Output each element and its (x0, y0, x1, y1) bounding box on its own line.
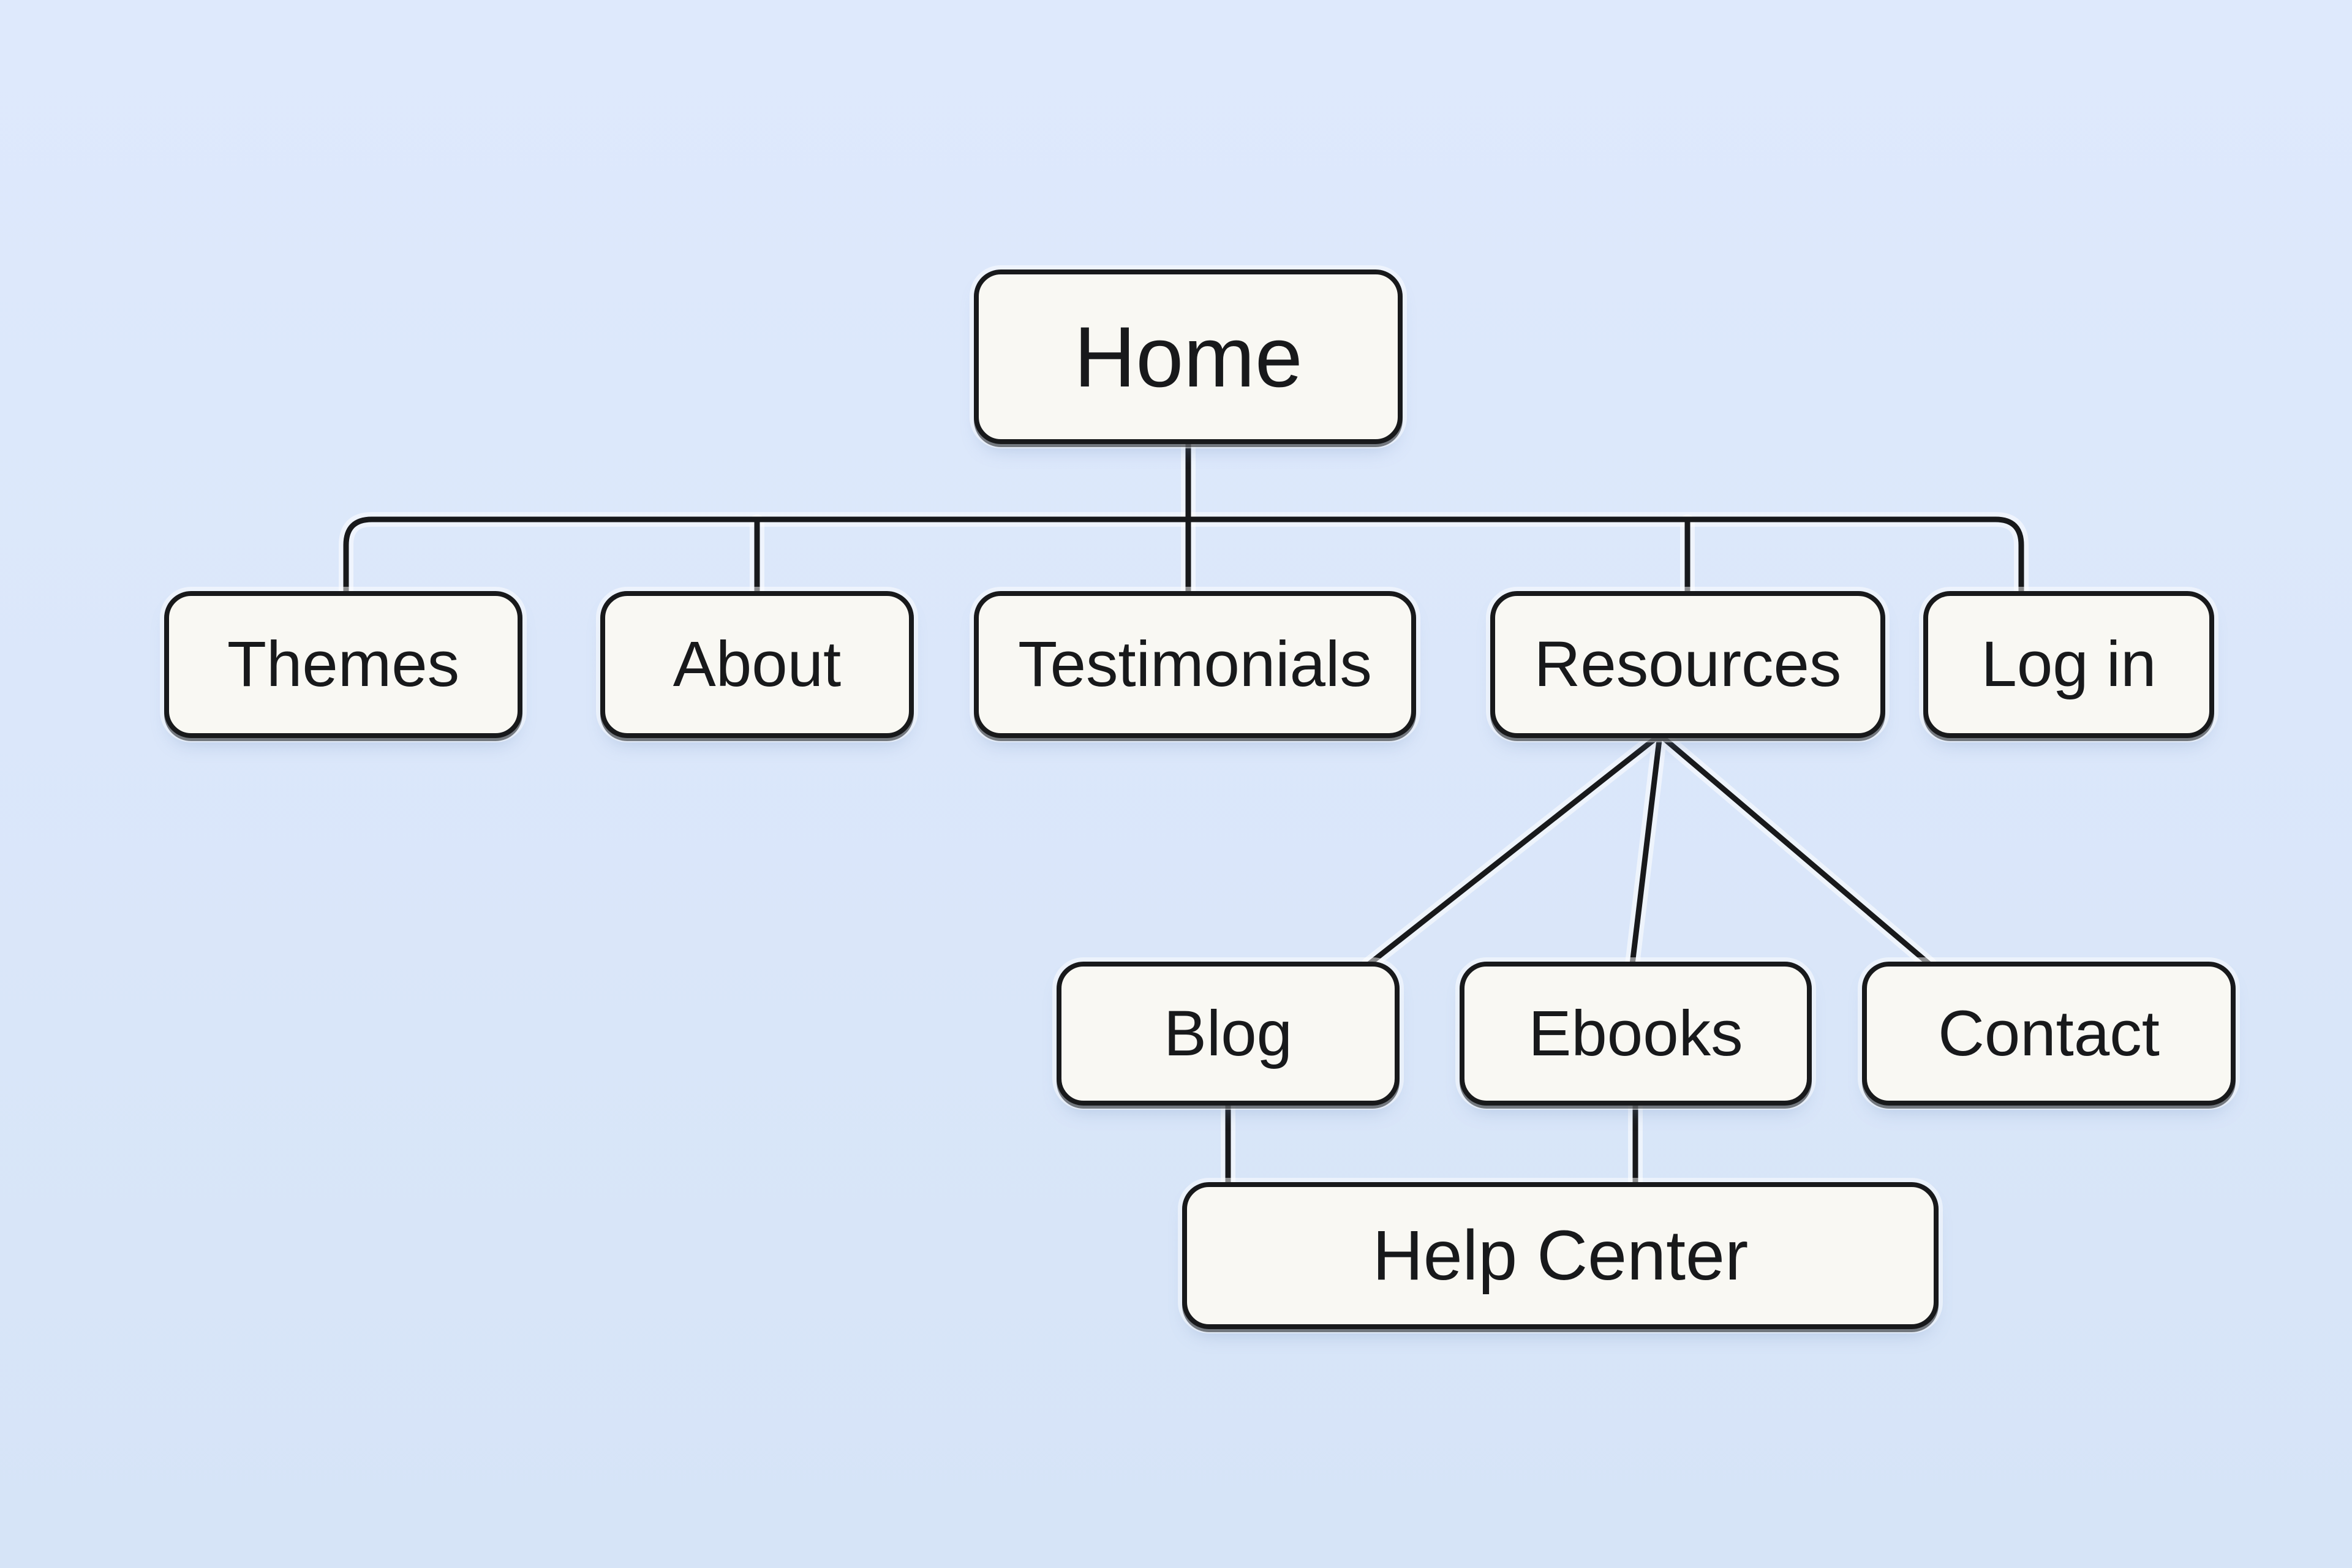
node-testimonials: Testimonials (974, 591, 1416, 738)
connector-resources-contact (1658, 733, 1931, 967)
node-resources: Resources (1490, 591, 1885, 738)
connector-resources-ebooks (1629, 734, 1663, 965)
node-help-center: Help Center (1182, 1182, 1939, 1329)
node-ebooks-label: Ebooks (1528, 997, 1743, 1069)
connector-resources-blog (1367, 733, 1662, 967)
node-contact-label: Contact (1938, 997, 2160, 1069)
node-home-label: Home (1074, 308, 1303, 405)
node-login: Log in (1923, 591, 2214, 738)
node-home: Home (974, 270, 1403, 444)
node-themes: Themes (164, 591, 522, 738)
node-about-label: About (673, 628, 842, 700)
node-testimonials-label: Testimonials (1018, 628, 1372, 700)
node-about: About (600, 591, 914, 738)
connector-bus-home-children (343, 516, 2024, 597)
node-blog: Blog (1057, 962, 1400, 1106)
node-help-center-label: Help Center (1372, 1216, 1749, 1295)
node-login-label: Log in (1981, 628, 2157, 700)
node-contact: Contact (1862, 962, 2236, 1106)
node-themes-label: Themes (227, 628, 460, 700)
connectors (343, 440, 2024, 1186)
node-resources-label: Resources (1534, 628, 1842, 700)
node-blog-label: Blog (1163, 997, 1293, 1069)
node-ebooks: Ebooks (1460, 962, 1812, 1106)
